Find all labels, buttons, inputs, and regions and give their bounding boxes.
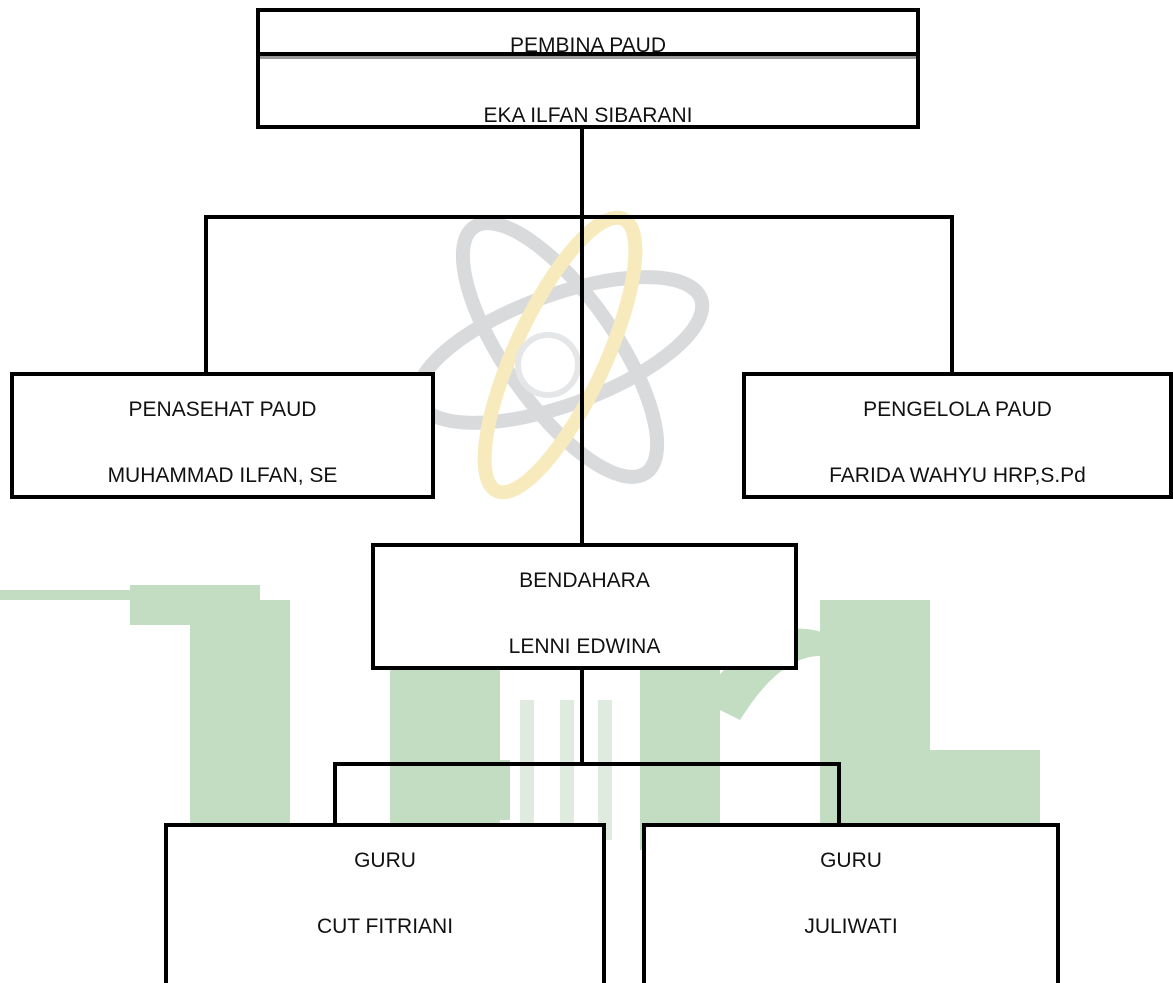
guru-1-title: GURU bbox=[354, 849, 416, 872]
atom-emblem-icon bbox=[410, 210, 710, 500]
pengelola-title: PENGELOLA PAUD bbox=[863, 398, 1052, 421]
penasehat-box: PENASEHAT PAUD MUHAMMAD ILFAN, SE bbox=[10, 372, 435, 499]
pengelola-box: PENGELOLA PAUD FARIDA WAHYU HRP,S.Pd bbox=[742, 372, 1173, 499]
pengelola-name: FARIDA WAHYU HRP,S.Pd bbox=[829, 464, 1086, 487]
branch-line-top bbox=[204, 215, 954, 376]
uin-stripes-icon bbox=[520, 700, 612, 840]
pembina-name: EKA ILFAN SIBARANI bbox=[483, 104, 693, 127]
pembina-title: PEMBINA PAUD bbox=[510, 34, 666, 57]
penasehat-title: PENASEHAT PAUD bbox=[128, 398, 317, 421]
penasehat-name: MUHAMMAD ILFAN, SE bbox=[107, 464, 338, 487]
guru-1-name: CUT FITRIANI bbox=[316, 915, 454, 938]
bendahara-box: BENDAHARA LENNI EDWINA bbox=[371, 543, 798, 670]
branch-line-bottom bbox=[333, 762, 841, 827]
pembina-box: PEMBINA PAUD EKA ILFAN SIBARANI bbox=[256, 8, 920, 129]
guru-2-title: GURU bbox=[820, 849, 882, 872]
guru-box-2: GURU JULIWATI bbox=[642, 823, 1060, 983]
bendahara-name: LENNI EDWINA bbox=[508, 635, 661, 658]
guru-box-1: GURU CUT FITRIANI bbox=[164, 823, 606, 983]
uin-letters-icon bbox=[0, 585, 1040, 860]
pembina-divider bbox=[260, 52, 916, 59]
bendahara-title: BENDAHARA bbox=[519, 569, 650, 592]
guru-2-name: JULIWATI bbox=[804, 915, 898, 938]
